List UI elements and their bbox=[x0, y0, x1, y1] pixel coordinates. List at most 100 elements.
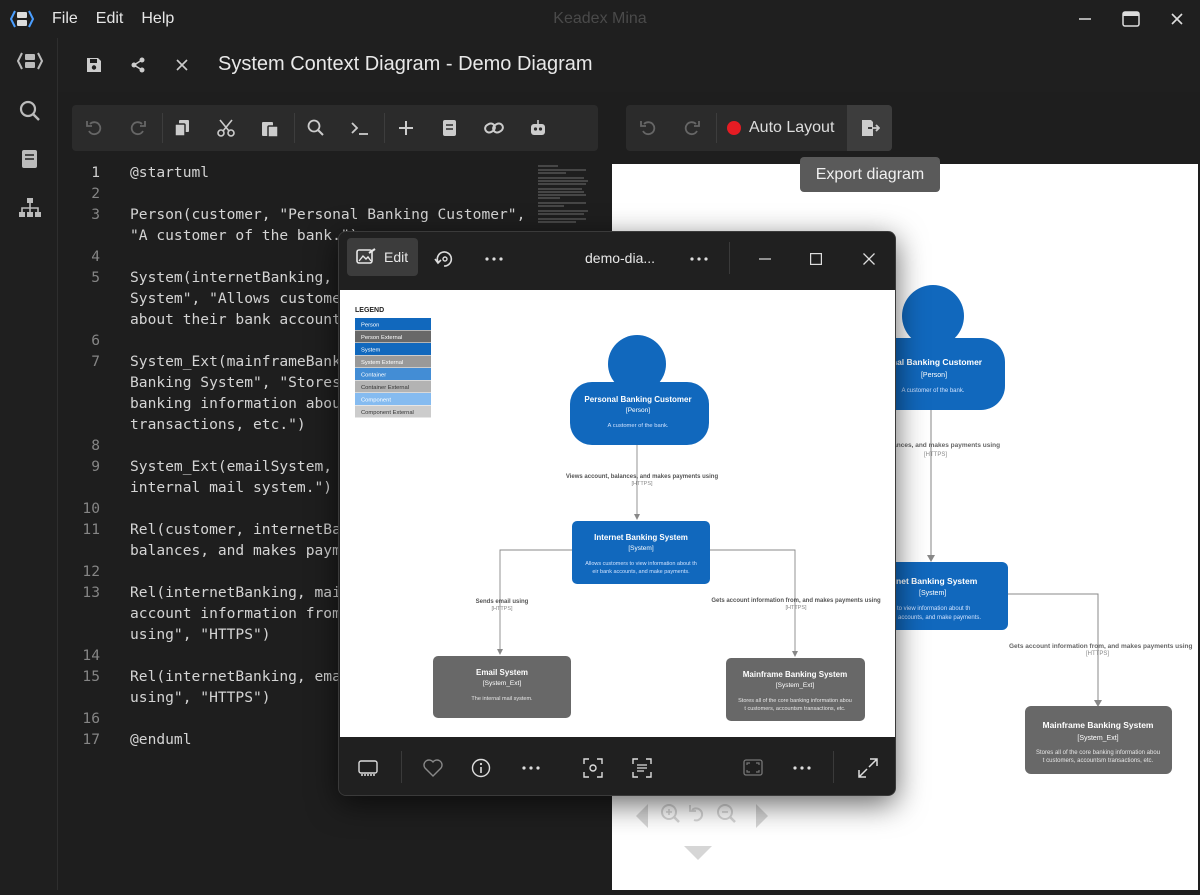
filmstrip-icon[interactable] bbox=[357, 757, 379, 779]
line-number: 15 bbox=[82, 668, 100, 685]
share-icon[interactable] bbox=[127, 54, 149, 76]
customer-body bbox=[570, 382, 709, 445]
photo-viewer-toolbar: Edit demo-dia... bbox=[339, 232, 895, 288]
menu-help[interactable]: Help bbox=[141, 10, 175, 27]
undo-icon[interactable] bbox=[83, 117, 105, 139]
code-line: transactions, etc.") bbox=[130, 416, 306, 433]
zoom-in-icon[interactable] bbox=[661, 804, 680, 823]
more-options-icon[interactable] bbox=[520, 757, 542, 779]
reset-view-icon[interactable] bbox=[689, 805, 704, 822]
line-number: 8 bbox=[91, 437, 100, 454]
bg-customer-desc: A customer of the bank. bbox=[901, 388, 964, 394]
line-number: 17 bbox=[82, 731, 100, 748]
robot-icon[interactable] bbox=[527, 117, 549, 139]
diagrams-icon[interactable] bbox=[17, 48, 43, 74]
customer-name: Personal Banking Customer bbox=[584, 395, 691, 404]
more-options-icon[interactable] bbox=[483, 248, 505, 270]
toolbar-divider bbox=[294, 113, 295, 143]
copy-icon[interactable] bbox=[171, 117, 193, 139]
favorite-icon[interactable] bbox=[422, 757, 444, 779]
menu-edit[interactable]: Edit bbox=[95, 10, 124, 27]
minimize-button[interactable] bbox=[1062, 0, 1108, 38]
redo-icon[interactable] bbox=[127, 117, 149, 139]
more-options-icon[interactable] bbox=[791, 757, 813, 779]
maximize-button[interactable] bbox=[1108, 0, 1154, 38]
rel-views-protocol: [HTTPS] bbox=[631, 481, 653, 487]
find-icon[interactable] bbox=[305, 117, 327, 139]
terminal-icon[interactable] bbox=[349, 117, 371, 139]
line-number: 3 bbox=[91, 206, 100, 223]
bg-rel-arrow bbox=[1008, 593, 1099, 704]
legend-label: Person bbox=[361, 323, 379, 329]
more-options-icon[interactable] bbox=[688, 248, 710, 270]
rel-arrowhead bbox=[497, 649, 503, 655]
toolbar-divider bbox=[162, 113, 163, 143]
expand-icon[interactable] bbox=[857, 757, 879, 779]
close-window-button[interactable] bbox=[1154, 0, 1200, 38]
internet-banking-box bbox=[572, 521, 710, 584]
link-icon[interactable] bbox=[483, 117, 505, 139]
book-icon[interactable] bbox=[439, 117, 461, 139]
pan-down-icon[interactable] bbox=[684, 846, 712, 860]
menu-bar: File Edit Help bbox=[52, 10, 174, 28]
cut-icon[interactable] bbox=[215, 117, 237, 139]
bg-rel-label: Gets account information from, and makes… bbox=[1009, 643, 1193, 650]
legend-label: Component bbox=[361, 398, 391, 404]
rotate-icon[interactable] bbox=[433, 248, 455, 270]
close-window-button[interactable] bbox=[858, 248, 880, 270]
email-system-desc: The internal mail system. bbox=[471, 696, 533, 702]
redo-icon[interactable] bbox=[681, 117, 703, 139]
close-document-icon[interactable] bbox=[171, 54, 193, 76]
line-number: 5 bbox=[91, 269, 100, 286]
editor-minimap bbox=[538, 165, 588, 223]
sitemap-icon[interactable] bbox=[17, 195, 43, 221]
line-number: 1 bbox=[91, 164, 100, 181]
legend-swatch bbox=[355, 368, 431, 380]
edit-image-button[interactable]: Edit bbox=[347, 238, 418, 276]
bg-internet-box bbox=[862, 562, 1008, 630]
email-system-box bbox=[433, 656, 571, 718]
save-icon[interactable] bbox=[83, 54, 105, 76]
editor-scrollbar[interactable] bbox=[598, 92, 612, 164]
legend-swatch bbox=[355, 355, 431, 368]
export-icon bbox=[861, 120, 880, 136]
legend-label: Container bbox=[361, 373, 386, 379]
line-number: 4 bbox=[91, 248, 100, 265]
mainframe-desc: Stores all of the core banking informati… bbox=[738, 698, 852, 704]
background-diagram: nal Banking Customer [Person] A customer… bbox=[636, 285, 1193, 860]
bg-mainframe-type: [System_Ext] bbox=[1077, 735, 1118, 742]
paste-icon[interactable] bbox=[259, 117, 281, 139]
internet-banking-type: [System] bbox=[628, 545, 653, 552]
legend-title: LEGEND bbox=[355, 307, 384, 314]
fit-screen-icon[interactable] bbox=[742, 757, 764, 779]
bg-rel-protocol: [HTTPS] bbox=[1086, 651, 1109, 657]
menu-file[interactable]: File bbox=[52, 10, 78, 27]
legend-label: System External bbox=[361, 360, 403, 366]
export-diagram-button[interactable] bbox=[847, 105, 892, 151]
auto-layout-label: Auto Layout bbox=[749, 119, 835, 136]
email-system-type: [System_Ext] bbox=[483, 680, 521, 687]
pan-right-icon[interactable] bbox=[756, 804, 768, 828]
undo-icon[interactable] bbox=[637, 117, 659, 139]
bg-internet-desc: accounts, and make payments. bbox=[898, 615, 981, 621]
code-line: "A customer of the bank.") bbox=[130, 227, 359, 244]
zoom-out-icon[interactable] bbox=[717, 804, 736, 823]
customer-head bbox=[902, 285, 964, 347]
text-scan-icon[interactable] bbox=[631, 757, 653, 779]
legend-swatch bbox=[355, 393, 431, 405]
info-icon[interactable] bbox=[470, 757, 492, 779]
visual-search-icon[interactable] bbox=[582, 757, 604, 779]
toolbar-divider bbox=[384, 113, 385, 143]
maximize-button[interactable] bbox=[805, 248, 827, 270]
library-icon[interactable] bbox=[17, 146, 43, 172]
toolbar-divider bbox=[401, 751, 402, 783]
line-number: 12 bbox=[82, 563, 100, 580]
add-icon[interactable] bbox=[395, 117, 417, 139]
toolbar-divider bbox=[833, 751, 834, 783]
auto-layout-button[interactable]: Auto Layout bbox=[727, 105, 834, 151]
minimize-button[interactable] bbox=[754, 248, 776, 270]
search-icon[interactable] bbox=[17, 98, 43, 124]
pan-left-icon[interactable] bbox=[636, 804, 648, 828]
